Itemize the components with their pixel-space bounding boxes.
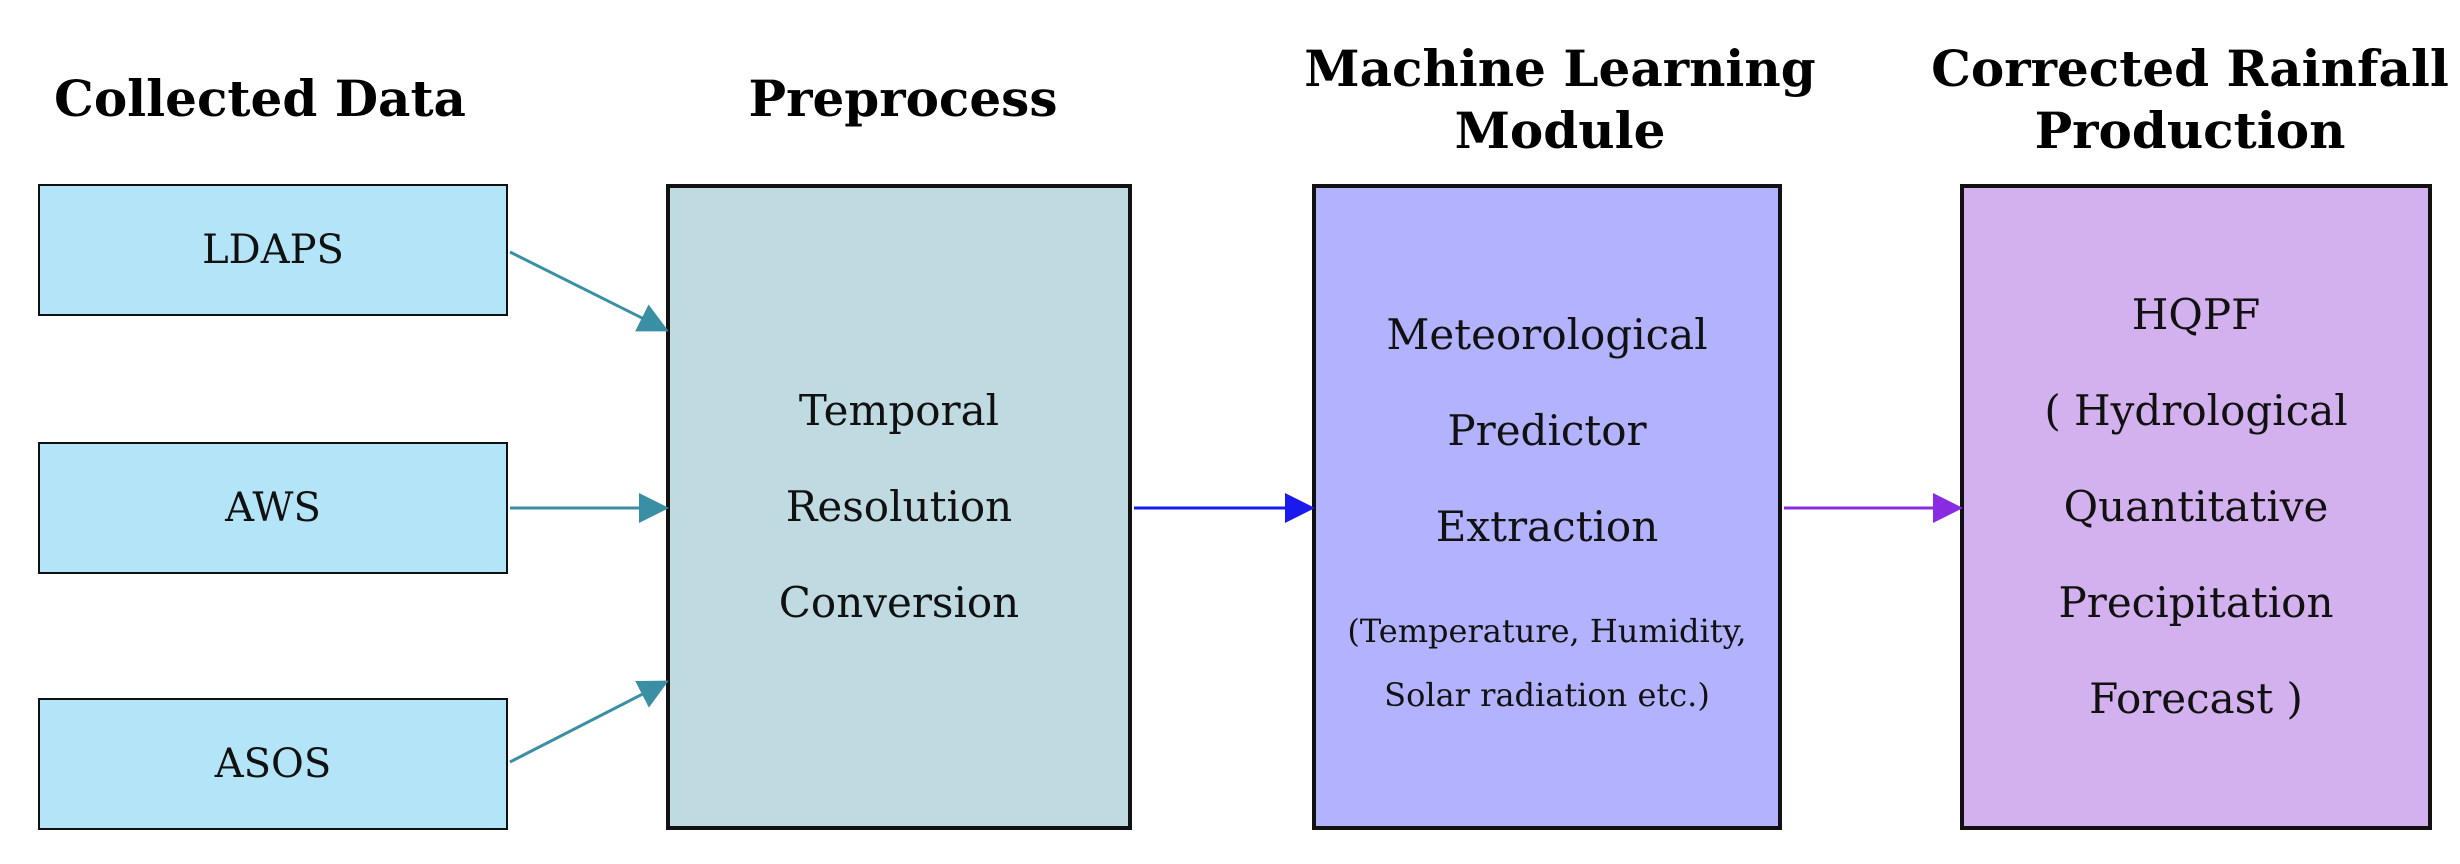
ml-box-note-line1: (Temperature, Humidity,	[1347, 612, 1747, 650]
preprocess-line1: Temporal	[798, 386, 1000, 435]
source-label-asos: ASOS	[214, 741, 332, 787]
source-label-ldaps: LDAPS	[202, 227, 344, 273]
source-label-aws: AWS	[225, 485, 321, 531]
output-box-line5: Forecast )	[2089, 674, 2303, 723]
output-box-line1: HQPF	[2131, 290, 2261, 339]
preprocess-heading: Preprocess	[668, 68, 1138, 130]
arrow-ldaps-to-preprocess	[509, 250, 669, 332]
ml-heading-line1: Machine Learning	[1304, 39, 1816, 98]
source-box-aws: AWS	[38, 442, 508, 574]
output-box-line4: Precipitation	[2058, 578, 2334, 627]
preprocess-line2: Resolution	[785, 482, 1013, 531]
output-heading-line2: Production	[2034, 101, 2346, 160]
machine-learning-box: Meteorological Predictor Extraction (Tem…	[1312, 184, 1782, 830]
collected-data-heading: Collected Data	[40, 68, 480, 130]
ml-heading-line2: Module	[1454, 101, 1666, 160]
output-box-line2: ( Hydrological	[2044, 386, 2348, 435]
ml-box-line1: Meteorological	[1386, 310, 1708, 359]
source-box-ldaps: LDAPS	[38, 184, 508, 316]
corrected-rainfall-production-heading: Corrected Rainfall Production	[1930, 38, 2450, 162]
arrow-asos-to-preprocess	[509, 680, 669, 764]
ml-box-line2: Predictor	[1447, 406, 1647, 455]
collected-data-heading-text: Collected Data	[54, 69, 466, 128]
ml-box-note-line2: Solar radiation etc.)	[1384, 676, 1710, 714]
machine-learning-module-heading: Machine Learning Module	[1280, 38, 1840, 162]
source-box-asos: ASOS	[38, 698, 508, 830]
output-box-line3: Quantitative	[2063, 482, 2329, 531]
ml-box-line3: Extraction	[1435, 502, 1659, 551]
preprocess-box: Temporal Resolution Conversion	[666, 184, 1132, 830]
output-heading-line1: Corrected Rainfall	[1931, 39, 2449, 98]
preprocess-line3: Conversion	[778, 578, 1020, 627]
preprocess-heading-text: Preprocess	[748, 69, 1058, 128]
